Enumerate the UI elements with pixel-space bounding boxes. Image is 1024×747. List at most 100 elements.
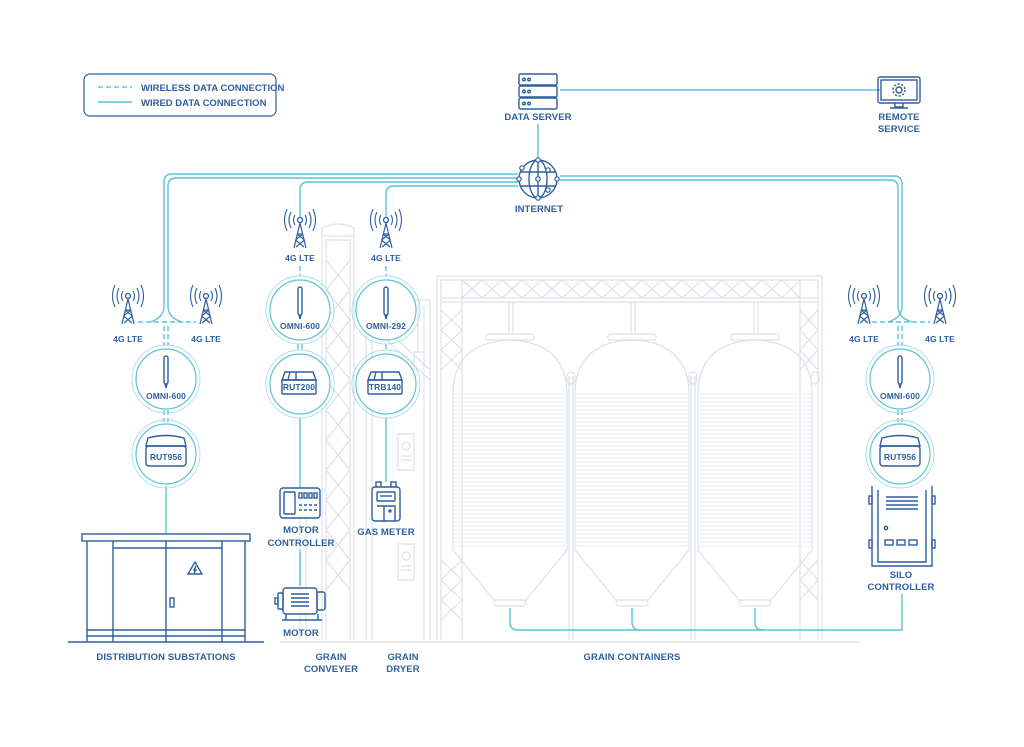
silo-site: 4G LTE 4G LTE OMNI-600 RUT956 [847, 284, 957, 593]
remote-service-node[interactable]: REMOTE SERVICE [877, 76, 921, 135]
substation-router-node[interactable]: RUT956 [131, 419, 201, 489]
motor-node[interactable]: MOTOR [274, 587, 326, 639]
legend-wireless-label: WIRELESS DATA CONNECTION [141, 83, 285, 94]
wire-silo3-bus [754, 608, 764, 631]
internet-node[interactable]: INTERNET [515, 157, 563, 215]
rugged-router-icon [879, 434, 921, 467]
dryer-antenna-node[interactable]: OMNI-292 [351, 275, 421, 345]
wireless-tower-antenna-silo [897, 326, 903, 346]
rugged-router-icon [145, 434, 187, 467]
router-icon [280, 371, 318, 395]
wireless-tower-antenna-substation [163, 326, 169, 346]
electric-motor-icon [274, 587, 326, 621]
silo-tower-2[interactable]: 4G LTE [923, 284, 957, 344]
motor-label: MOTOR [283, 628, 319, 639]
grain-containers-label: GRAIN CONTAINERS [584, 652, 681, 663]
omni-antenna-icon [897, 355, 903, 389]
wired-connections [149, 89, 913, 631]
dryer-site: 4G LTE OMNI-292 TRB140 [351, 208, 421, 675]
substation-antenna-node[interactable]: OMNI-600 [131, 344, 201, 414]
motor-controller-label-line1: MOTOR [283, 525, 319, 536]
data-server-label: DATA SERVER [504, 112, 571, 123]
grain-conveyer-label-line1: GRAIN [315, 652, 346, 663]
silo-tank-1 [452, 302, 568, 607]
legend-box [83, 73, 277, 117]
omni-antenna-icon [383, 286, 389, 320]
motor-controller-node[interactable]: MOTOR CONTROLLER [268, 487, 335, 549]
remote-service-label-line1: REMOTE [878, 112, 919, 123]
silo-controller-label-line2: CONTROLLER [868, 582, 935, 593]
silo-controller-cabinet: SILO CONTROLLER [868, 486, 936, 593]
silo-tank-3 [697, 302, 813, 607]
grain-dryer-label-line1: GRAIN [387, 652, 418, 663]
wire-silo2-bus [631, 608, 641, 631]
door-handle [169, 597, 175, 608]
conveyer-site: 4G LTE OMNI-600 RUT200 [265, 208, 358, 675]
silo-tower-2-label: 4G LTE [925, 334, 955, 344]
wire-internet-silo-a [560, 175, 903, 323]
gas-meter-node[interactable]: GAS METER [357, 481, 415, 538]
internet-label: INTERNET [515, 204, 563, 215]
omni-antenna-icon [163, 355, 169, 389]
control-cabinet-icon [868, 486, 936, 567]
conveyer-antenna-label: OMNI-600 [280, 321, 320, 331]
wire-silo1-bus [509, 608, 860, 631]
conveyer-tower[interactable]: 4G LTE [283, 208, 317, 263]
distribution-substations-label: DISTRIBUTION SUBSTATIONS [96, 652, 235, 663]
silo-antenna-node[interactable]: OMNI-600 [865, 344, 935, 414]
silo-router-node[interactable]: RUT956 [865, 419, 935, 489]
motor-controller-icon [279, 487, 321, 519]
silo-tanks [452, 302, 820, 640]
silo-tower-1[interactable]: 4G LTE [847, 284, 881, 344]
gas-meter-icon [371, 481, 401, 522]
gas-meter-label: GAS METER [357, 527, 414, 538]
conveyer-router-label: RUT200 [283, 382, 315, 392]
wire-internet-conveyer [299, 181, 518, 218]
substation-tower-2[interactable]: 4G LTE [189, 284, 223, 344]
conveyer-router-node[interactable]: RUT200 [265, 349, 335, 419]
wire-internet-substation-a [149, 173, 518, 323]
wire-internet-substation-b [167, 177, 518, 323]
remote-service-label-line2: SERVICE [878, 124, 920, 135]
grain-conveyer-label-line2: CONVEYER [304, 664, 358, 675]
wire-internet-dryer [385, 185, 518, 218]
substation-tower-1[interactable]: 4G LTE [111, 284, 145, 344]
silo-tank-2 [574, 302, 690, 607]
wire-silo-controller-bus [860, 594, 903, 631]
dryer-antenna-label: OMNI-292 [366, 321, 406, 331]
background-structures [280, 223, 860, 643]
omni-antenna-icon [297, 286, 303, 320]
substation-antenna-label: OMNI-600 [146, 391, 186, 401]
dryer-router-node[interactable]: TRB140 [351, 349, 421, 419]
high-voltage-warning-icon [186, 560, 204, 575]
grain-conveyer-structure [299, 223, 431, 640]
conveyer-tower-label: 4G LTE [285, 253, 315, 263]
wireless-antenna-router-conveyer [297, 344, 303, 350]
router-icon [366, 371, 404, 395]
dryer-tower-label: 4G LTE [371, 253, 401, 263]
monitor-gear-icon [877, 76, 921, 109]
dryer-router-label: TRB140 [369, 382, 401, 392]
silo-antenna-label: OMNI-600 [880, 391, 920, 401]
silo-tower-1-label: 4G LTE [849, 334, 879, 344]
conveyer-antenna-node[interactable]: OMNI-600 [265, 275, 335, 345]
silo-router-label: RUT956 [884, 452, 916, 462]
grain-dryer-label-line2: DRYER [386, 664, 419, 675]
wire-internet-silo-b [560, 179, 913, 323]
globe-network-icon [516, 157, 560, 201]
legend-wired-label: WIRED DATA CONNECTION [141, 98, 267, 109]
motor-controller-label-line2: CONTROLLER [268, 538, 335, 549]
substation-site: 4G LTE 4G LTE OMNI-600 RUT956 [68, 284, 264, 663]
server-rack-icon [518, 73, 558, 110]
legend: WIRELESS DATA CONNECTION WIRED DATA CONN… [83, 73, 285, 117]
substation-tower-1-label: 4G LTE [113, 334, 143, 344]
distribution-substation-building [68, 533, 264, 643]
substation-router-label: RUT956 [150, 452, 182, 462]
wireless-connections [138, 266, 930, 422]
substation-tower-2-label: 4G LTE [191, 334, 221, 344]
grain-containers-structure [436, 275, 823, 640]
data-server-node[interactable]: DATA SERVER [504, 73, 572, 123]
dryer-tower[interactable]: 4G LTE [369, 208, 403, 263]
silo-controller-label-line1: SILO [890, 570, 913, 581]
